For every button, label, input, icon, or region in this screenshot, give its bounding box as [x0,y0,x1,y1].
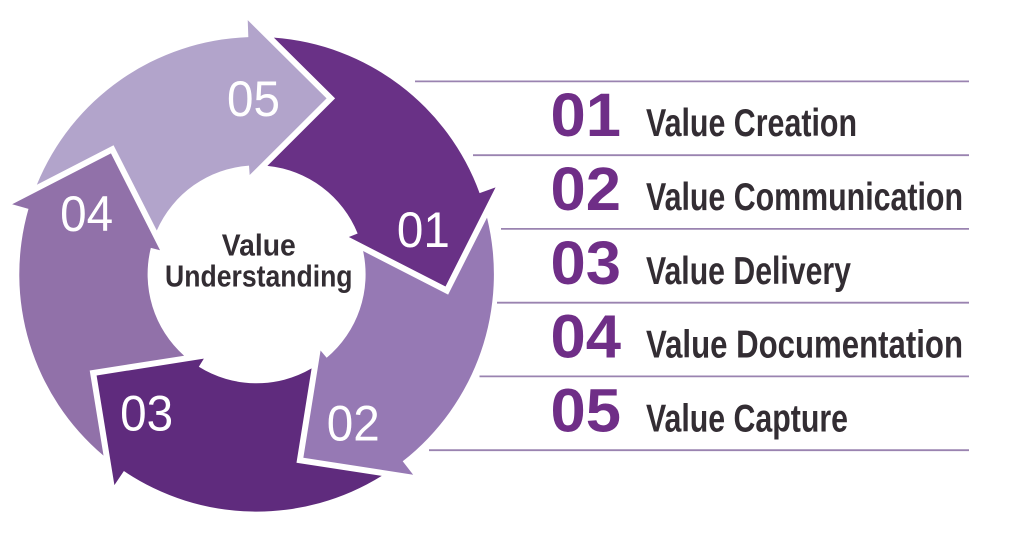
svg-text:03: 03 [551,229,622,298]
svg-text:Value Documentation: Value Documentation [646,324,963,367]
svg-text:Value: Value [222,229,296,263]
svg-text:01: 01 [551,81,622,150]
svg-text:Value Delivery: Value Delivery [646,250,851,293]
svg-text:Value Capture: Value Capture [646,398,848,441]
svg-text:03: 03 [120,386,173,442]
svg-text:Understanding: Understanding [165,260,353,294]
svg-text:04: 04 [60,186,113,242]
svg-text:Value Communication: Value Communication [646,176,963,219]
svg-text:01: 01 [397,202,450,258]
svg-text:04: 04 [551,303,622,372]
svg-text:02: 02 [551,155,622,224]
svg-text:05: 05 [551,377,622,446]
svg-text:Value Creation: Value Creation [646,102,857,145]
svg-text:05: 05 [227,71,280,127]
svg-text:02: 02 [327,396,380,452]
